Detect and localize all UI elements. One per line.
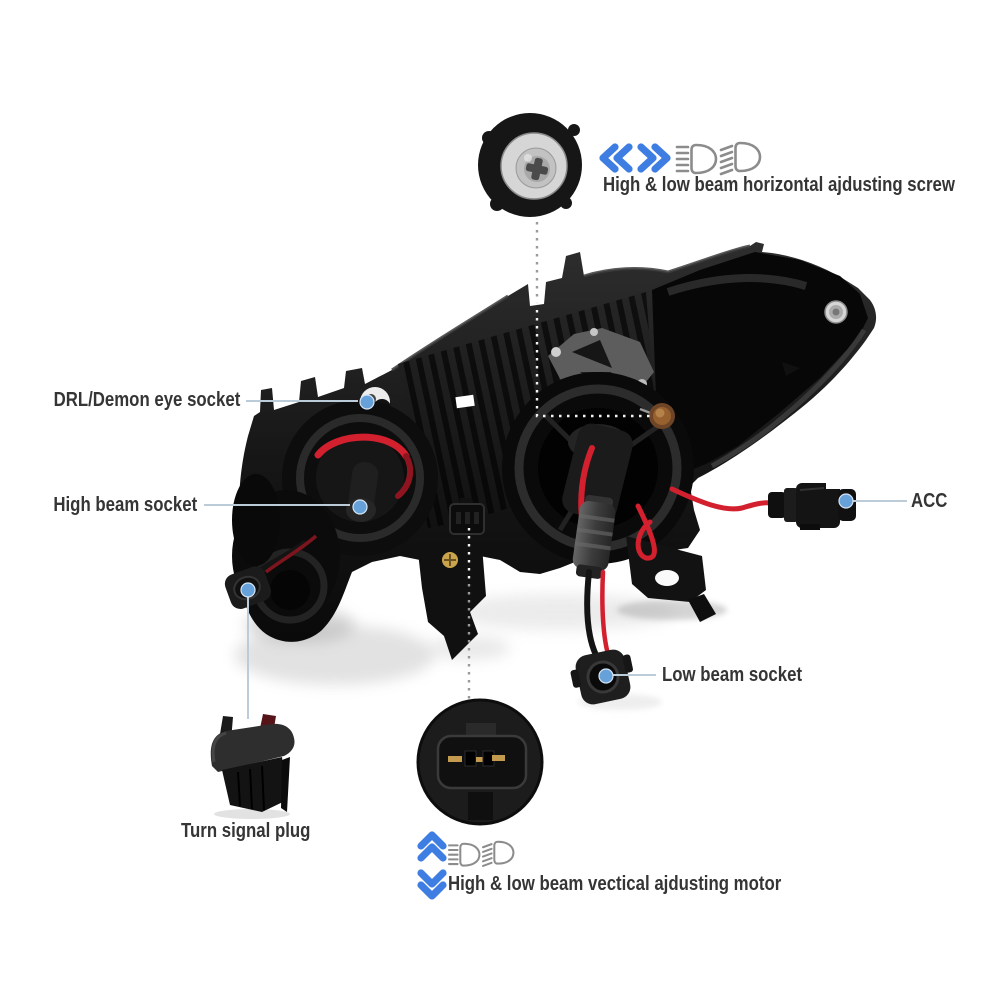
projector-bowl xyxy=(502,372,694,564)
low-beam-wire-red xyxy=(600,569,611,657)
housing-top-edge-highlight xyxy=(391,244,751,372)
low-beam-icon xyxy=(719,141,762,176)
label-horizontal-screw: High & low beam horizontal ajdusting scr… xyxy=(603,174,955,196)
hanging-wire-loop xyxy=(635,503,657,561)
label-low-beam-socket: Low beam socket xyxy=(662,664,803,686)
double-chevron-left-icon xyxy=(599,143,633,173)
high-beam-wire xyxy=(314,433,410,460)
mount-bracket xyxy=(418,546,486,660)
cable-barrel xyxy=(572,494,616,579)
l-bracket xyxy=(626,536,716,622)
adjusting-screw-inset xyxy=(478,113,582,217)
dotted-callout-line-screw xyxy=(535,222,650,418)
horn-tab xyxy=(782,362,800,376)
housing-cutout xyxy=(455,394,475,409)
high-beam-icon xyxy=(675,143,718,175)
callout-dot-turn-signal xyxy=(240,582,256,598)
turn-signal-wire-red xyxy=(264,534,318,574)
label-vertical-motor: High & low beam vectical ajdusting motor xyxy=(448,873,782,895)
horizontal-adjusting-screw xyxy=(639,403,675,429)
callout-dot-low-beam xyxy=(598,668,614,684)
vertical-motor-connector xyxy=(449,498,485,535)
callout-dot-acc xyxy=(838,493,854,509)
label-drl-socket: DRL/Demon eye socket xyxy=(53,389,240,411)
chrome-bolt xyxy=(824,300,848,324)
high-beam-icon-bottom xyxy=(447,842,481,867)
horn-inner-rim xyxy=(710,328,867,469)
turn-signal-plug-photo xyxy=(210,714,295,819)
double-chevron-right-icon xyxy=(637,143,671,173)
low-beam-wire-black xyxy=(584,569,599,658)
cavity-top-highlight xyxy=(666,274,808,296)
motor-connector-inset xyxy=(416,698,544,826)
callout-dot-high-beam xyxy=(352,499,368,515)
double-chevron-down-icon xyxy=(417,869,447,900)
double-chevron-up-icon xyxy=(417,831,447,862)
acc-wire xyxy=(669,486,773,512)
callout-dot-drl xyxy=(359,394,375,410)
label-acc: ACC xyxy=(911,490,948,512)
upper-cavity xyxy=(652,252,868,472)
headlight-housing xyxy=(224,242,877,705)
low-beam-icon-bottom xyxy=(481,840,515,867)
phillips-screw-head xyxy=(525,157,549,181)
label-turn-signal-plug: Turn signal plug xyxy=(181,820,311,842)
label-high-beam-socket: High beam socket xyxy=(53,494,197,516)
